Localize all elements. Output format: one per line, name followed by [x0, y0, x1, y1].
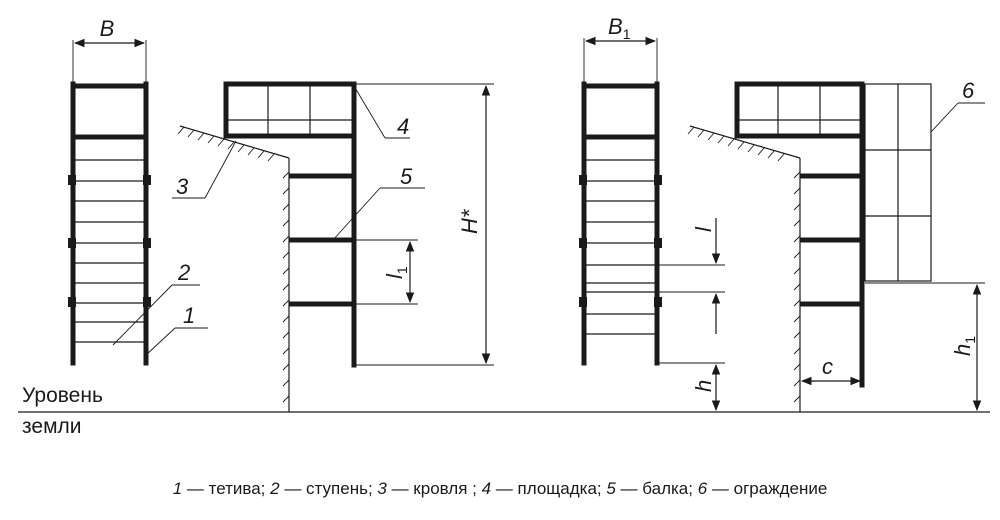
left-ladder-rungs: [73, 159, 146, 343]
right-platform: [734, 81, 865, 139]
legend-num-2: 2: [270, 479, 280, 498]
legend-text-3: — кровля ;: [386, 479, 482, 498]
left-roof: [179, 125, 290, 159]
callout-2: 2: [177, 260, 190, 285]
legend-num-6: 6: [697, 479, 708, 498]
callout-3: 3: [176, 174, 189, 199]
legend-text-1: — тетива;: [182, 479, 271, 498]
legend-text-4: — площадка;: [491, 479, 607, 498]
dim-B1-label: B1: [608, 14, 631, 42]
dim-h1-label: h1: [950, 336, 978, 356]
callout-5: 5: [400, 164, 413, 189]
callout-1: 1: [183, 303, 195, 328]
dim-c-label: c: [822, 354, 833, 379]
dim-h-label: h: [691, 380, 716, 392]
callouts-left: 4 5 3 2 1: [112, 85, 425, 356]
callout-4: 4: [397, 114, 409, 139]
left-platform: [223, 81, 357, 139]
legend-caption: 1 — тетива; 2 — ступень; 3 — кровля ; 4 …: [0, 479, 1000, 499]
callout-6: 6: [962, 78, 975, 103]
dim-H-label: H*: [457, 208, 482, 234]
dim-l1-label: l1: [382, 266, 410, 279]
dim-l-label: l: [691, 226, 716, 232]
legend-text-2: — ступень;: [279, 479, 378, 498]
left-ladder: B: [68, 16, 151, 366]
left-ladder-brackets: [68, 175, 151, 307]
ground-label-line2: земли: [22, 415, 82, 438]
legend-num-4: 4: [481, 479, 492, 498]
legend-num-3: 3: [377, 479, 387, 498]
ground-label-line1: Уровень: [22, 384, 103, 407]
legend-text-5: — балка;: [615, 479, 698, 498]
legend-num-1: 1: [172, 479, 183, 498]
right-building: c h1 6: [687, 78, 985, 412]
right-ladder: B1 l h: [579, 14, 725, 412]
dim-B-label: B: [100, 16, 115, 41]
legend-text-6: — ограждение: [707, 479, 828, 498]
legend-num-5: 5: [606, 479, 616, 498]
left-building: l1 H*: [177, 81, 494, 412]
